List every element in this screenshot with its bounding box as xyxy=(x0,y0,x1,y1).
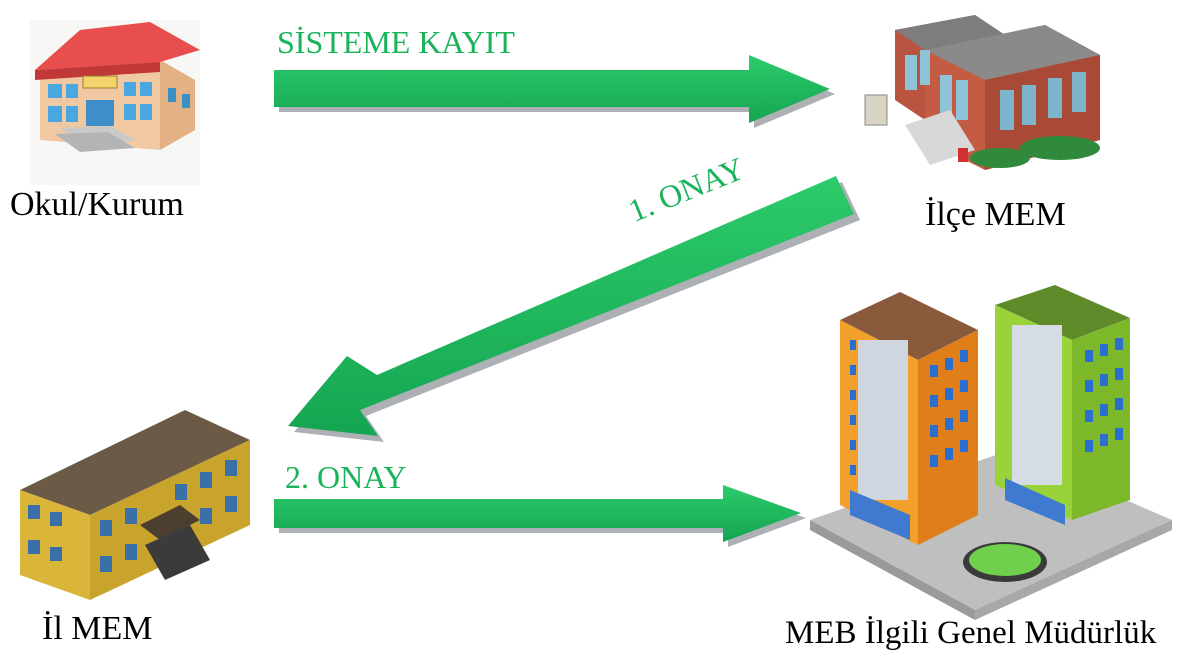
node-label-il-mem: İl MEM xyxy=(42,610,153,647)
flow-label-2-onay: 2. ONAY xyxy=(285,459,407,495)
node-label-okul-kurum: Okul/Kurum xyxy=(10,186,184,223)
arrow-1-onay xyxy=(288,176,860,442)
arrow-sisteme-kayit xyxy=(274,55,835,128)
node-label-ilce-mem: İlçe MEM xyxy=(925,196,1066,233)
arrow-2-onay xyxy=(274,485,806,547)
flow-label-sisteme-kayit: SİSTEME KAYIT xyxy=(277,24,515,60)
node-label-meb-genel-mudurluk: MEB İlgili Genel Müdürlük xyxy=(785,615,1157,651)
